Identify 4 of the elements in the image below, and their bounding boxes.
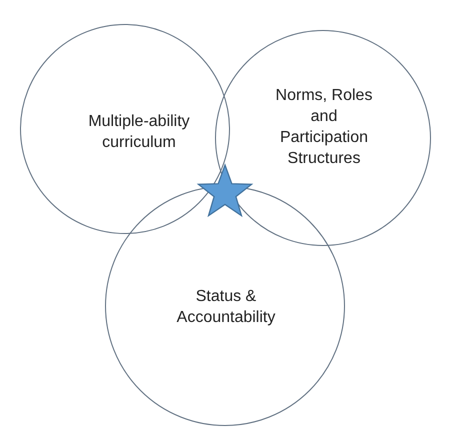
circle-label: Status & Accountability — [176, 287, 276, 328]
circle-label: Norms, Roles and Participation Structures — [274, 86, 374, 169]
star-shape — [196, 163, 254, 218]
circle-label: Multiple-ability curriculum — [87, 112, 191, 153]
